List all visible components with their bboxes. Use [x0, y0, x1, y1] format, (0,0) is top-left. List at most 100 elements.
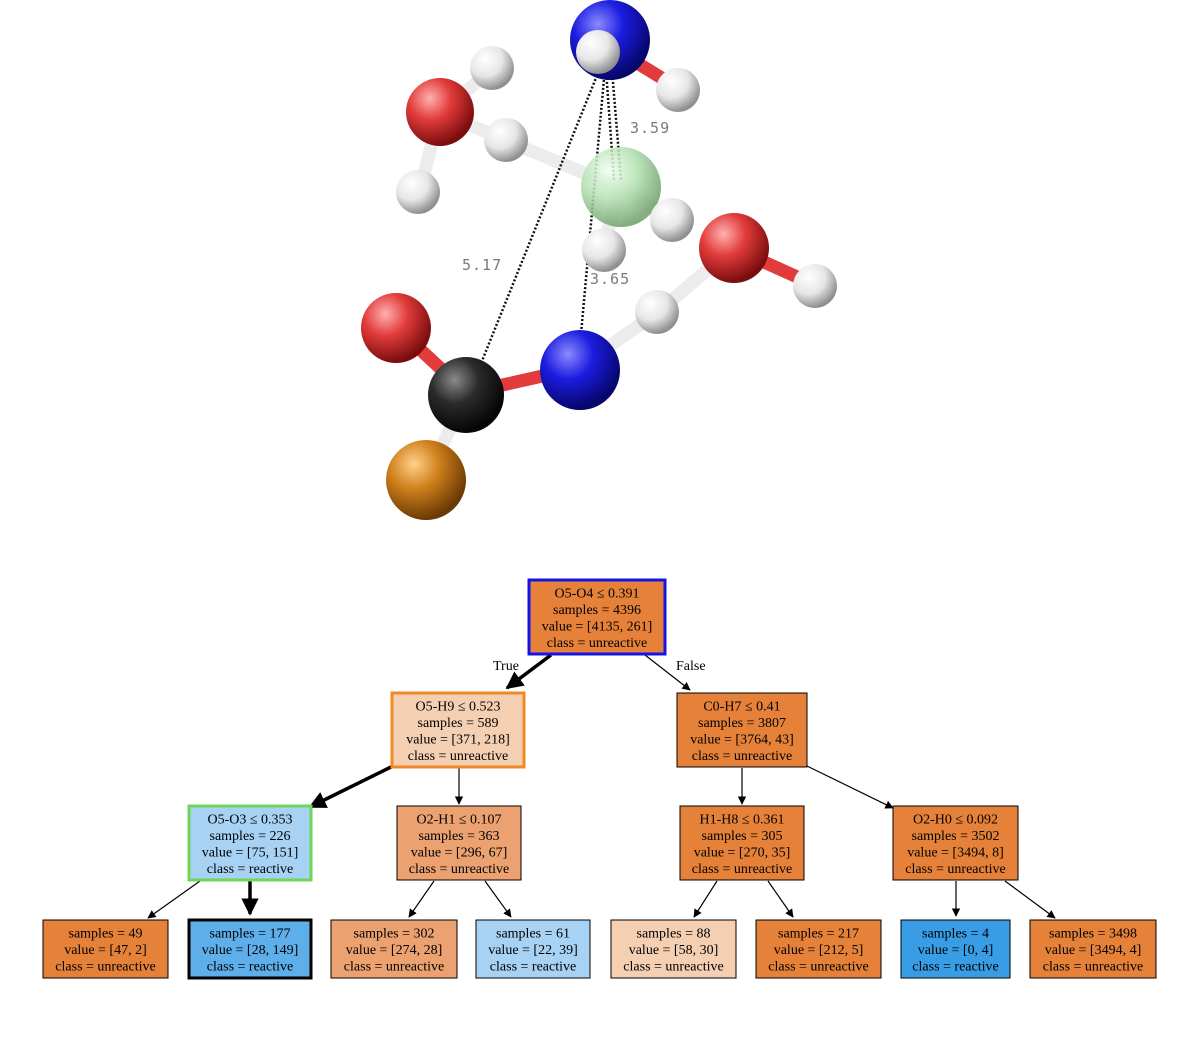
atom-hydrogen [470, 46, 514, 90]
atom-translucent-green [581, 147, 661, 227]
tree-node-line: class = unreactive [692, 862, 792, 877]
tree-node-box [900, 919, 1011, 979]
tree-node-line: samples = 3502 [912, 829, 1000, 844]
tree-node-line: C0-H7 ≤ 0.41 [703, 699, 780, 714]
tree-node-box [475, 919, 591, 979]
tree-node-line: value = [371, 218] [406, 732, 510, 747]
tree-node-line: class = unreactive [623, 960, 723, 975]
tree-node-box [676, 692, 808, 768]
tree-edges [147, 653, 1056, 919]
tree-node-line: value = [270, 35] [694, 845, 791, 860]
tree-node-line: value = [47, 2] [64, 943, 147, 958]
tree-node-line: O2-H0 ≤ 0.092 [913, 812, 998, 827]
atom-hydrogen [484, 118, 528, 162]
edge-n4-n9 [408, 880, 435, 918]
tree-node-line: samples = 226 [210, 829, 291, 844]
atom-fluorine [386, 440, 466, 520]
tree-node-line: O5-O4 ≤ 0.391 [554, 586, 639, 601]
tree-node-line: O5-O3 ≤ 0.353 [207, 812, 292, 827]
edge-n6-n14 [1004, 880, 1056, 919]
atom-hydrogen [635, 290, 679, 334]
tree-node-line: class = reactive [912, 960, 998, 975]
edge-n3-n7 [147, 880, 201, 919]
edge-n5-n11 [693, 880, 718, 918]
tree-node-line: samples = 589 [418, 716, 499, 731]
tree-node-line: samples = 302 [354, 927, 435, 942]
tree-node-line: value = [296, 67] [411, 845, 508, 860]
tree-node-box [755, 919, 882, 979]
edge-n0-n1 [505, 653, 553, 690]
tree-node-line: value = [28, 149] [202, 943, 299, 958]
edge-label-false: False [676, 659, 706, 674]
tree-node-line: value = [0, 4] [918, 943, 994, 958]
tree-node-line: samples = 177 [210, 927, 291, 942]
tree-node-box [679, 805, 805, 881]
tree-node-line: class = unreactive [905, 862, 1005, 877]
tree-node-box [1029, 919, 1157, 979]
tree-node-line: class = unreactive [55, 960, 155, 975]
tree-node-box [610, 919, 737, 979]
tree-node-line: samples = 61 [496, 927, 570, 942]
distance-label-d1: 3.59 [630, 119, 670, 137]
edge-n0-n2 [644, 654, 691, 691]
distance-line-d2 [453, 67, 602, 429]
tree-node-line: O2-H1 ≤ 0.107 [416, 812, 501, 827]
atom-oxygen [699, 213, 769, 283]
tree-node-line: samples = 3498 [1049, 927, 1137, 942]
edge-n1-n3 [308, 764, 394, 809]
tree-node-line: value = [3494, 4] [1045, 943, 1142, 958]
distance-label-d3: 3.65 [590, 270, 630, 288]
tree-node-line: samples = 305 [702, 829, 783, 844]
tree-node-line: class = reactive [207, 862, 293, 877]
tree-node-line: class = reactive [207, 960, 293, 975]
tree-node-line: O5-H9 ≤ 0.523 [415, 699, 500, 714]
tree-node-box [892, 805, 1019, 881]
distance-label-d2: 5.17 [462, 256, 502, 274]
tree-node-line: class = unreactive [408, 749, 508, 764]
edge-label-true: True [493, 659, 519, 674]
atom-carbon [428, 357, 504, 433]
tree-node-line: value = [212, 5] [774, 943, 864, 958]
tree-node-box [390, 691, 526, 769]
atom-hydrogen [656, 68, 700, 112]
atom-hydrogen [793, 264, 837, 308]
tree-node-line: value = [75, 151] [202, 845, 299, 860]
tree-node-line: class = unreactive [768, 960, 868, 975]
tree-node-line: value = [274, 28] [346, 943, 443, 958]
tree-node-line: H1-H8 ≤ 0.361 [699, 812, 784, 827]
tree-node-line: value = [4135, 261] [542, 619, 653, 634]
molecule-structure: 3.59 5.17 3.65 [361, 0, 837, 520]
distance-lines [453, 67, 623, 429]
atom-hydrogen [396, 170, 440, 214]
tree-node-box [527, 578, 667, 656]
tree-node-box [42, 919, 169, 979]
tree-node-box [396, 805, 522, 881]
tree-node-box [330, 919, 458, 979]
tree-node-line: value = [22, 39] [488, 943, 578, 958]
edge-n5-n12 [767, 880, 794, 918]
atom-hydrogen [576, 30, 620, 74]
atom-hydrogen [650, 198, 694, 242]
edge-n2-n6 [806, 765, 894, 809]
tree-node-line: value = [3494, 8] [907, 845, 1004, 860]
atoms [361, 0, 837, 520]
tree-node-line: class = unreactive [692, 749, 792, 764]
atom-oxygen [406, 78, 474, 146]
tree-node-line: class = unreactive [344, 960, 444, 975]
tree-node-line: class = unreactive [547, 636, 647, 651]
tree-node-line: samples = 88 [637, 927, 711, 942]
